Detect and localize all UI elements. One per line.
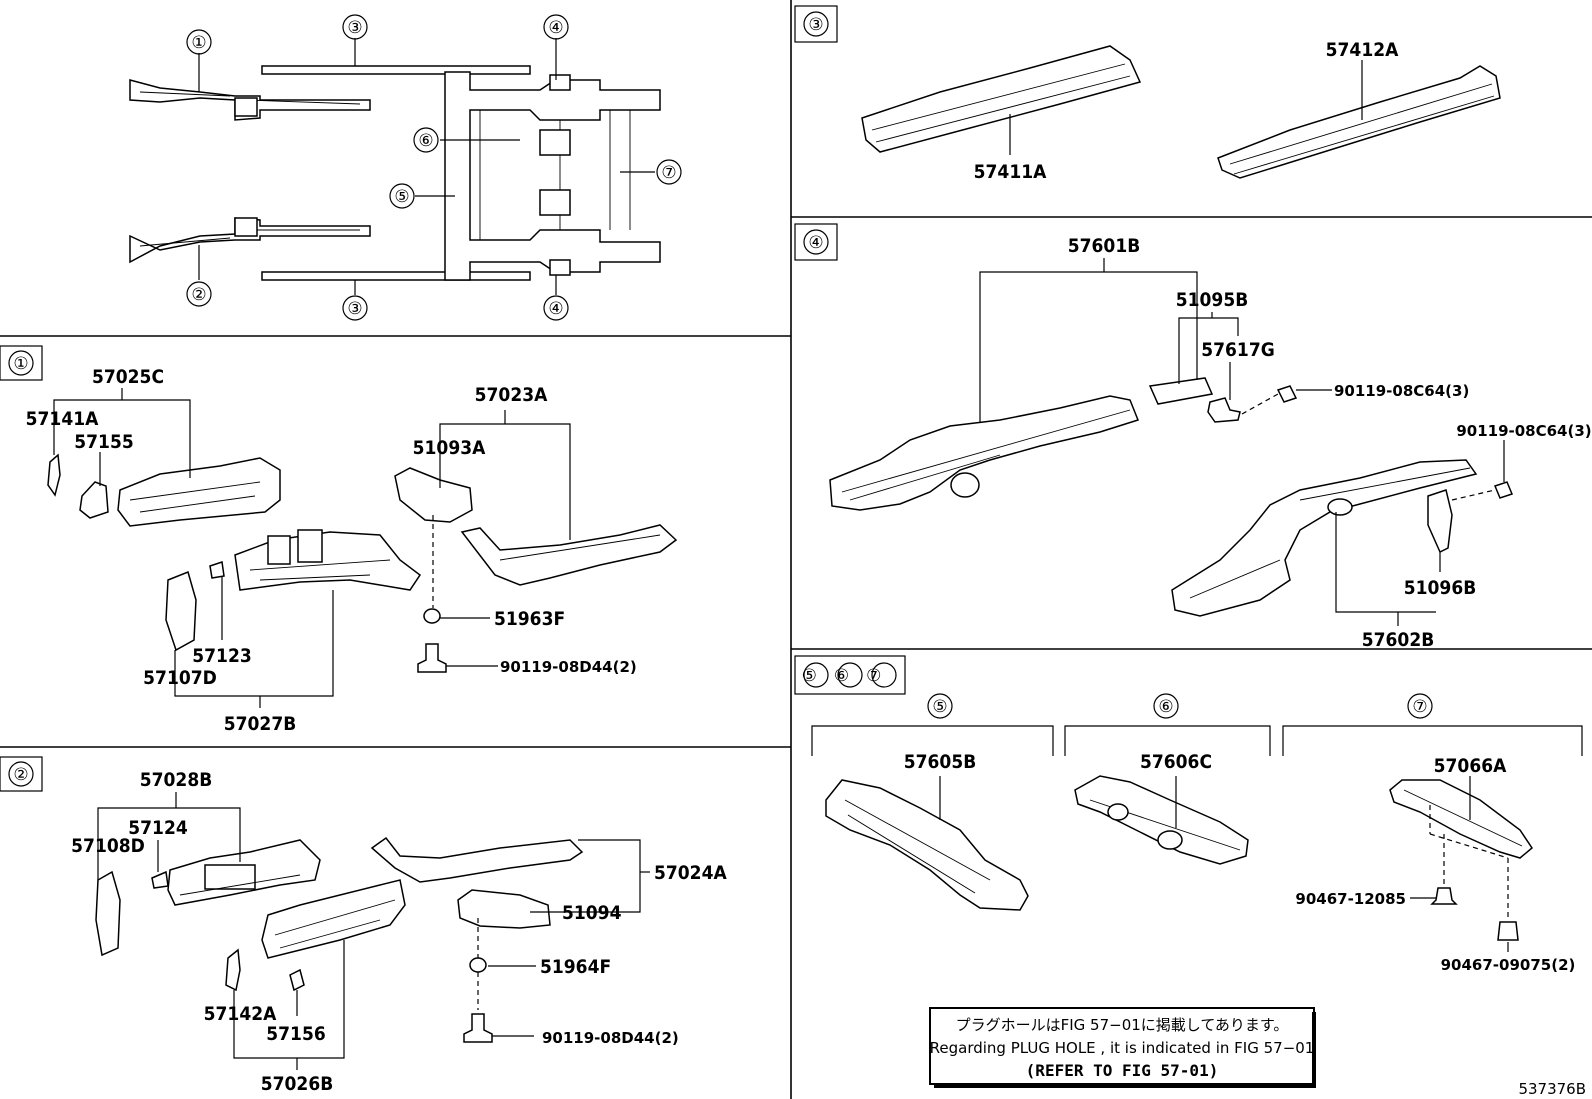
label-90119-08D44-s1: 90119-08D44(2)	[500, 658, 637, 676]
part-shape-51095B	[1148, 377, 1214, 405]
callout-1: ①	[191, 33, 206, 53]
label-57156: 57156	[266, 1023, 325, 1045]
section-567: ⑤⑥⑦ ⑤ ⑥ ⑦ 57605B	[794, 655, 1583, 974]
label-57155: 57155	[74, 431, 133, 453]
section-2: ② 57028B 57124 57108D 57024A 51094	[0, 756, 727, 1095]
part-shape-57602B	[1171, 459, 1478, 617]
section-1-tag: ①	[13, 354, 28, 374]
label-51964F: 51964F	[540, 956, 611, 978]
label-57411A: 57411A	[974, 161, 1047, 183]
part-shape-57027B	[234, 531, 422, 591]
label-57141A: 57141A	[26, 408, 99, 430]
label-57025C: 57025C	[92, 366, 164, 388]
label-57412A: 57412A	[1326, 39, 1399, 61]
label-51963F: 51963F	[494, 608, 565, 630]
section-4-tag: ④	[808, 233, 823, 253]
callout-4-top: ④	[548, 18, 563, 38]
part-shape-57107D	[165, 570, 197, 652]
label-90467-09075: 90467-09075(2)	[1441, 956, 1576, 974]
label-57023A: 57023A	[475, 384, 548, 406]
section-2-tag: ②	[13, 765, 28, 785]
part-shape-57023A	[460, 524, 678, 586]
callout-7: ⑦	[661, 163, 676, 183]
callout-3-top: ③	[347, 18, 362, 38]
part-shape-57141A	[47, 453, 61, 497]
part-shape-57601B	[829, 395, 1139, 511]
section-1: ① 57025C 57141A 57155 57023A 510	[0, 345, 678, 735]
part-shape-51094	[457, 889, 551, 929]
label-57027B: 57027B	[224, 713, 297, 735]
label-57123: 57123	[192, 645, 251, 667]
label-57606C: 57606C	[1140, 751, 1212, 773]
part-shape-57066A	[1389, 779, 1533, 859]
callout-2: ②	[191, 285, 206, 305]
callout-5: ⑤	[394, 187, 409, 207]
section-567-tag: ⑤⑥⑦	[802, 666, 899, 686]
part-shape-57606C	[1074, 775, 1249, 865]
part-shape-57617G	[1207, 397, 1241, 423]
label-57601B: 57601B	[1068, 235, 1141, 257]
part-shape-57123	[209, 561, 225, 579]
part-shape-57025C	[117, 457, 281, 527]
callout-6: ⑥	[418, 131, 433, 151]
label-57066A: 57066A	[1434, 755, 1507, 777]
section-3-tag: ③	[808, 15, 823, 35]
label-51093A: 51093A	[413, 437, 486, 459]
note-japanese: プラグホールはFIG 57−01に掲載してあります。	[956, 1016, 1289, 1034]
part-shape-57411A	[861, 45, 1142, 153]
label-51096B: 51096B	[1404, 577, 1477, 599]
label-57028B: 57028B	[140, 769, 213, 791]
note-english: Regarding PLUG HOLE , it is indicated in…	[930, 1039, 1315, 1057]
label-51094: 51094	[562, 902, 622, 924]
overview-callouts: ① ② ③ ③ ④ ④ ⑤ ⑥ ⑦	[186, 14, 682, 321]
label-57024A: 57024A	[654, 862, 727, 884]
callout-4-bottom: ④	[548, 299, 563, 319]
label-57124: 57124	[128, 817, 188, 839]
part-shape-57155	[79, 481, 109, 519]
label-57107D: 57107D	[143, 667, 217, 689]
label-90119-08D44-s2: 90119-08D44(2)	[542, 1029, 679, 1047]
sub-6-tag: ⑥	[1158, 697, 1173, 717]
label-57108D: 57108D	[71, 835, 145, 857]
callout-3-bottom: ③	[347, 299, 362, 319]
sub-7-tag: ⑦	[1412, 697, 1427, 717]
section-3: ③ 57412A 57411A	[794, 5, 1501, 183]
part-shape-51093A	[394, 467, 473, 523]
part-shape-51096B	[1427, 489, 1453, 554]
part-shape-57108D	[95, 870, 121, 957]
part-shape-57024A	[370, 836, 584, 883]
label-57026B: 57026B	[261, 1073, 334, 1095]
part-shape-57142A	[225, 948, 241, 992]
label-51095B: 51095B	[1176, 289, 1249, 311]
overview-frame-drawing	[129, 38, 661, 295]
label-90119-08C64-b: 90119-08C64(3)	[1456, 422, 1591, 440]
figure-id: 537376B	[1518, 1080, 1586, 1098]
part-shape-57412A	[1217, 65, 1501, 179]
label-57602B: 57602B	[1362, 629, 1435, 651]
label-57142A: 57142A	[204, 1003, 277, 1025]
section-4: ④ 57601B 51095B 57617G	[794, 223, 1592, 651]
label-57617G: 57617G	[1201, 339, 1275, 361]
part-shape-57156	[289, 968, 305, 992]
part-shape-57026B	[261, 879, 406, 959]
note-box: プラグホールはFIG 57−01に掲載してあります。 Regarding PLU…	[929, 1007, 1316, 1088]
part-shape-57124	[151, 870, 169, 889]
label-57605B: 57605B	[904, 751, 977, 773]
label-90467-12085: 90467-12085	[1295, 890, 1406, 908]
sub-5-tag: ⑤	[932, 697, 947, 717]
label-90119-08C64-a: 90119-08C64(3)	[1334, 382, 1469, 400]
note-reference: (REFER TO FIG 57-01)	[1026, 1061, 1219, 1080]
